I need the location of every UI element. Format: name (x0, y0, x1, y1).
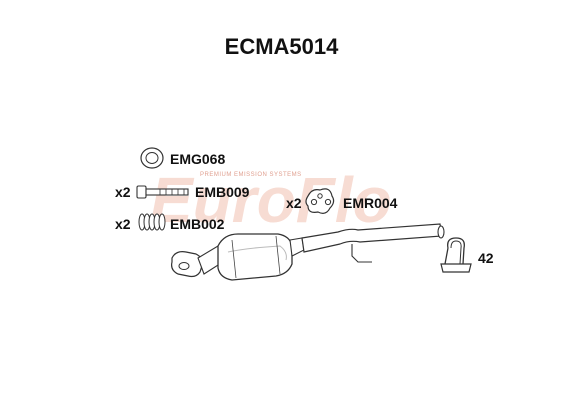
part-label-emg068: EMG068 (170, 151, 226, 167)
gasket-ring-icon (140, 147, 164, 169)
page-title: ECMA5014 (224, 34, 339, 59)
part-label-emb009: EMB009 (195, 184, 250, 200)
watermark-brand-text: EuroFlo (150, 164, 392, 236)
part-qty-emr004: x2 (286, 195, 302, 211)
watermark-logo: EuroFlo (150, 164, 392, 236)
bolt-icon (136, 185, 189, 199)
part-label-emb002: EMB002 (170, 216, 225, 232)
part-qty-emb002: x2 (115, 216, 131, 232)
u-clamp-icon (440, 237, 472, 273)
spring-icon (138, 213, 166, 231)
part-qty-clamp: 42 (478, 250, 494, 266)
rubber-mount-icon (305, 188, 335, 214)
watermark-tagline: PREMIUM EMISSION SYSTEMS (200, 172, 302, 178)
part-label-emr004: EMR004 (343, 195, 398, 211)
catalytic-converter-icon (171, 223, 445, 281)
part-qty-emb009: x2 (115, 184, 131, 200)
